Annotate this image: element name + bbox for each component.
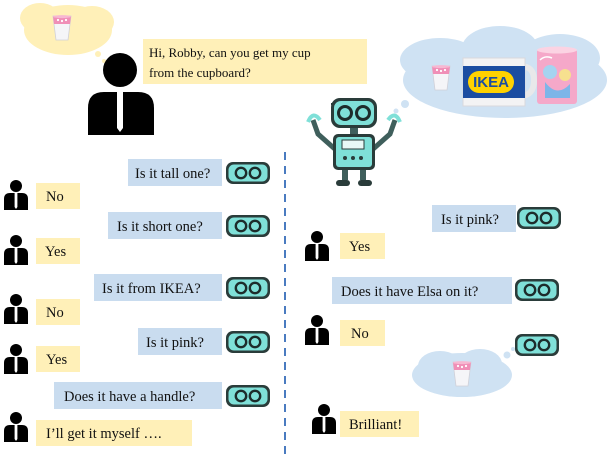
cup-icon: [52, 14, 72, 41]
person-icon: [305, 315, 329, 345]
cup-icon: [452, 360, 472, 387]
robot-face-icon: [224, 275, 272, 301]
question-bubble: [138, 328, 222, 355]
question-text: Is it from IKEA?: [102, 281, 201, 297]
person-icon: [4, 344, 28, 374]
cup-icon: IKEA: [462, 57, 538, 107]
answer-bubble: [340, 233, 385, 259]
answer-text: No: [46, 305, 64, 321]
answer-text: No: [351, 326, 369, 342]
final-answer-text: Brilliant!: [349, 417, 402, 433]
question-text: Is it pink?: [441, 212, 499, 228]
question-text: Does it have Elsa on it?: [341, 284, 478, 300]
answer-bubble: [340, 411, 419, 437]
answer-text: Yes: [45, 244, 66, 260]
question-bubble: [432, 205, 516, 232]
question-bubble: [54, 382, 222, 409]
cup-icon: [537, 46, 577, 104]
right-dialogue: Is it pink? Yes Does it have Elsa on it?…: [305, 205, 563, 437]
robot-face-icon: [224, 160, 272, 186]
robot-face-icon: [513, 332, 561, 358]
robot-face-icon: [513, 277, 561, 303]
answer-bubble: [36, 346, 80, 372]
person-icon: [312, 404, 336, 434]
answer-bubble: [340, 320, 385, 346]
request-line-1: Hi, Robby, can you get my cup: [149, 45, 311, 60]
question-text: Is it short one?: [117, 219, 203, 235]
answer-bubble: [36, 420, 192, 446]
question-bubble: [332, 277, 512, 304]
person-icon: [4, 294, 28, 324]
question-bubble: [94, 274, 222, 301]
answer-bubble: [36, 183, 80, 209]
cup-icon: [431, 64, 451, 91]
answer-text: No: [46, 189, 64, 205]
question-text: Is it pink?: [146, 335, 204, 351]
person-icon: [305, 231, 329, 261]
ikea-logo-text: IKEA: [473, 74, 509, 91]
question-bubble: [108, 212, 222, 239]
answer-text: I’ll get it myself ….: [46, 426, 162, 442]
answer-bubble: [36, 299, 80, 325]
person-icon: [4, 180, 28, 210]
person-icon: [4, 412, 28, 442]
answer-text: Yes: [46, 352, 67, 368]
robot-icon: [306, 98, 402, 186]
request-line-2: from the cupboard?: [149, 65, 251, 80]
person-icon: [88, 53, 154, 135]
answer-bubble: [36, 238, 80, 264]
robot-face-icon: [224, 329, 272, 355]
question-bubble: [128, 159, 222, 186]
left-dialogue: Is it tall one? No Is it short one? Yes …: [4, 159, 272, 446]
person-icon: [4, 235, 28, 265]
answer-text: Yes: [349, 239, 370, 255]
robot-face-icon: [515, 205, 563, 231]
robot-face-icon: [224, 213, 272, 239]
question-text: Is it tall one?: [135, 166, 210, 182]
human-request-bubble: Hi, Robby, can you get my cup from the c…: [143, 39, 367, 84]
robot-face-icon: [224, 383, 272, 409]
question-text: Does it have a handle?: [64, 389, 195, 405]
